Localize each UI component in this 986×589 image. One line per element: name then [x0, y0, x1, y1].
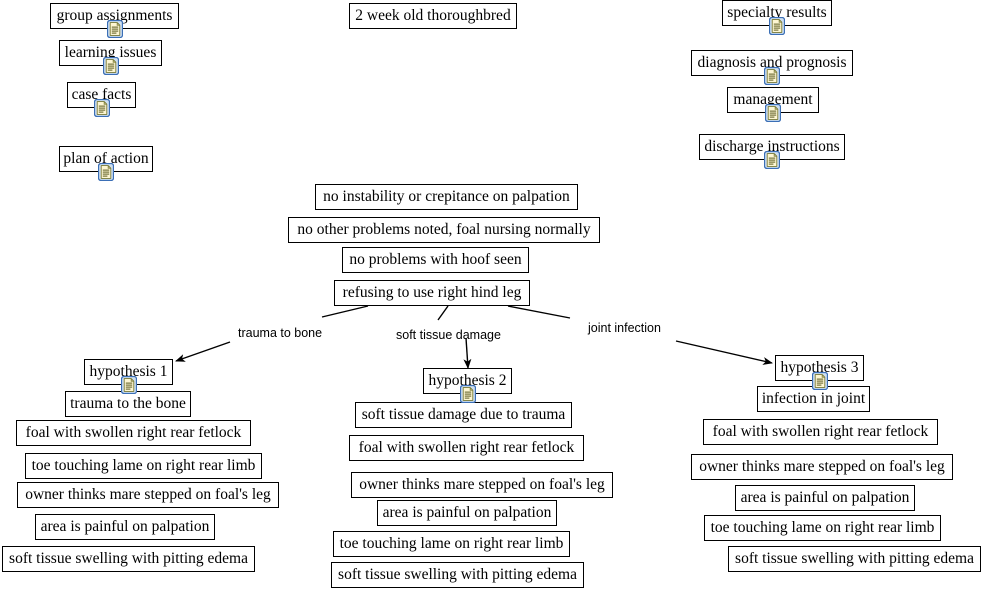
- node-no-instability[interactable]: no instability or crepitance on palpatio…: [315, 184, 578, 210]
- node-h1-f3[interactable]: owner thinks mare stepped on foal's leg: [17, 482, 279, 508]
- node-label: no instability or crepitance on palpatio…: [323, 188, 570, 206]
- node-label: foal with swollen right rear fetlock: [712, 423, 929, 441]
- node-h3-f3[interactable]: area is painful on palpation: [735, 485, 915, 511]
- document-icon[interactable]: [811, 372, 828, 390]
- document-icon[interactable]: [106, 20, 123, 38]
- edge-label-trauma-to-bone[interactable]: trauma to bone: [238, 326, 323, 340]
- edge-refusing-to-soft-seg1: [437, 305, 449, 321]
- node-label: foal with swollen right rear fetlock: [25, 424, 242, 442]
- node-label: plan of action: [63, 150, 149, 168]
- document-icon[interactable]: [102, 57, 119, 75]
- node-label: soft tissue swelling with pitting edema: [735, 550, 974, 568]
- node-label: soft tissue swelling with pitting edema: [9, 550, 248, 568]
- node-label: toe touching lame on right rear limb: [339, 535, 564, 553]
- node-label: specialty results: [727, 4, 827, 22]
- node-h1-f1[interactable]: foal with swollen right rear fetlock: [16, 420, 251, 446]
- node-soft-tissue-damage-h2[interactable]: soft tissue damage due to trauma: [355, 402, 572, 428]
- node-h3-f4[interactable]: toe touching lame on right rear limb: [704, 515, 941, 541]
- document-icon[interactable]: [98, 163, 114, 181]
- node-label: hypothesis 3: [780, 359, 859, 377]
- node-label: diagnosis and prognosis: [697, 54, 847, 72]
- node-label: owner thinks mare stepped on foal's leg: [699, 458, 945, 476]
- node-label: owner thinks mare stepped on foal's leg: [359, 476, 605, 494]
- node-h3-f2[interactable]: owner thinks mare stepped on foal's leg: [691, 454, 953, 480]
- node-label: toe touching lame on right rear limb: [31, 457, 256, 475]
- edge-refusing-to-joint-seg1: [507, 305, 571, 319]
- node-hypothesis-3[interactable]: hypothesis 3: [775, 355, 864, 381]
- edge-refusing-to-soft-seg2: [463, 337, 472, 369]
- node-h2-f5[interactable]: soft tissue swelling with pitting edema: [331, 562, 584, 588]
- node-h1-f2[interactable]: toe touching lame on right rear limb: [25, 453, 262, 479]
- document-icon[interactable]: [764, 151, 780, 169]
- node-label: hypothesis 1: [89, 363, 168, 381]
- node-h1-f5[interactable]: soft tissue swelling with pitting edema: [2, 546, 255, 572]
- document-icon[interactable]: [764, 67, 780, 85]
- node-h3-f1[interactable]: foal with swollen right rear fetlock: [703, 419, 938, 445]
- edge-label-joint-infection[interactable]: joint infection: [588, 321, 661, 335]
- node-h2-f1[interactable]: foal with swollen right rear fetlock: [349, 435, 584, 461]
- node-label: toe touching lame on right rear limb: [710, 519, 935, 537]
- node-label: area is painful on palpation: [40, 518, 210, 536]
- edge-refusing-to-joint-seg2: [675, 340, 773, 365]
- edge-refusing-to-trauma-seg1: [321, 305, 369, 318]
- node-label: management: [733, 91, 813, 109]
- node-label: owner thinks mare stepped on foal's leg: [25, 486, 271, 504]
- node-infection-in-joint[interactable]: infection in joint: [757, 386, 870, 412]
- node-label: learning issues: [64, 44, 157, 62]
- node-label: infection in joint: [761, 390, 866, 408]
- node-label: hypothesis 2: [428, 372, 507, 390]
- node-label: foal with swollen right rear fetlock: [358, 439, 575, 457]
- node-h2-f4[interactable]: toe touching lame on right rear limb: [333, 531, 570, 557]
- document-icon[interactable]: [93, 99, 110, 117]
- node-refusing-leg[interactable]: refusing to use right hind leg: [334, 280, 530, 306]
- document-icon[interactable]: [459, 385, 476, 403]
- node-diagnosis-and-prognosis[interactable]: diagnosis and prognosis: [691, 50, 853, 76]
- node-label: refusing to use right hind leg: [342, 284, 522, 302]
- node-label: 2 week old thoroughbred: [355, 7, 511, 25]
- node-h2-f2[interactable]: owner thinks mare stepped on foal's leg: [351, 472, 613, 498]
- document-icon[interactable]: [765, 104, 781, 122]
- document-icon[interactable]: [769, 17, 785, 35]
- node-no-hoof-problems[interactable]: no problems with hoof seen: [342, 247, 529, 273]
- node-label: soft tissue swelling with pitting edema: [338, 566, 577, 584]
- node-label: trauma to the bone: [70, 395, 186, 413]
- edge-label-soft-tissue-damage[interactable]: soft tissue damage: [396, 328, 501, 342]
- node-label: discharge instructions: [704, 138, 840, 156]
- node-patient[interactable]: 2 week old thoroughbred: [349, 3, 517, 29]
- node-label: no problems with hoof seen: [349, 251, 522, 269]
- node-trauma-to-bone-h1[interactable]: trauma to the bone: [65, 391, 191, 417]
- node-specialty-results[interactable]: specialty results: [722, 0, 832, 26]
- node-h2-f3[interactable]: area is painful on palpation: [377, 500, 557, 526]
- node-no-other-problems[interactable]: no other problems noted, foal nursing no…: [288, 217, 600, 243]
- node-hypothesis-1[interactable]: hypothesis 1: [84, 359, 173, 385]
- node-h1-f4[interactable]: area is painful on palpation: [35, 514, 215, 540]
- node-label: area is painful on palpation: [740, 489, 910, 507]
- node-label: soft tissue damage due to trauma: [361, 406, 566, 424]
- node-h3-f5[interactable]: soft tissue swelling with pitting edema: [728, 546, 981, 572]
- node-label: case facts: [71, 86, 132, 104]
- document-icon[interactable]: [120, 376, 137, 394]
- node-label: no other problems noted, foal nursing no…: [297, 221, 591, 239]
- node-label: area is painful on palpation: [382, 504, 552, 522]
- node-plan-of-action[interactable]: plan of action: [59, 146, 153, 172]
- edge-refusing-to-trauma-seg2: [175, 341, 231, 362]
- node-label: group assignments: [56, 7, 173, 25]
